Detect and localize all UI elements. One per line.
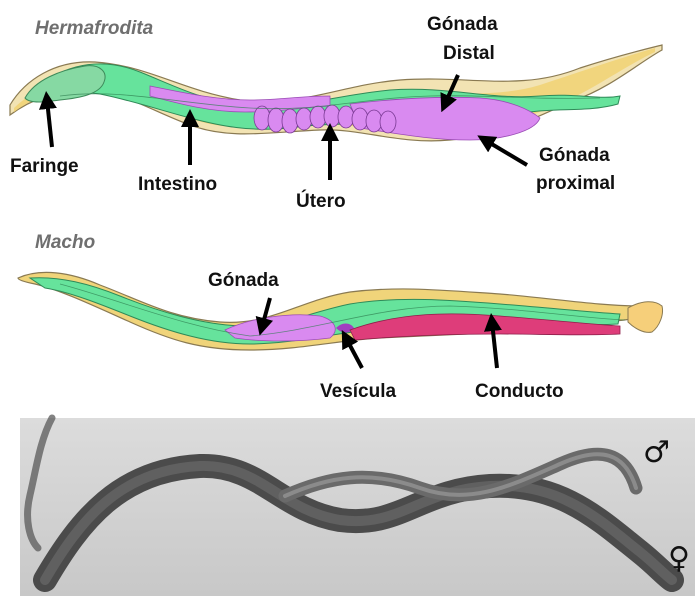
label-utero: Útero: [296, 190, 346, 212]
arrow-gonada-proximal: [485, 140, 527, 165]
hermaphrodite-pharynx: [25, 66, 105, 102]
label-conducto: Conducto: [475, 381, 564, 402]
male-tail-fan: [628, 302, 663, 333]
male-gonad: [225, 315, 335, 341]
section-title-male: Macho: [35, 232, 95, 253]
label-gonada-proximal-line1: Gónada: [539, 145, 610, 166]
male-diagram: [18, 272, 663, 350]
arrow-faringe: [47, 100, 52, 147]
label-gonada-male: Gónada: [208, 270, 279, 291]
hermaphrodite-diagram: [10, 45, 662, 141]
label-vesicula: Vesícula: [320, 381, 396, 402]
section-title-hermaphrodite: Hermafrodita: [35, 18, 154, 39]
label-faringe: Faringe: [10, 156, 79, 177]
label-gonada-proximal-line2: proximal: [536, 173, 615, 194]
male-symbol: ♂: [643, 435, 670, 470]
label-gonada-distal-line1: Gónada: [427, 14, 498, 35]
female-symbol: ♀: [668, 541, 690, 576]
label-gonada-distal-line2: Distal: [443, 43, 495, 64]
arrow-vesicula: [346, 338, 362, 368]
label-intestino: Intestino: [138, 174, 217, 195]
worm-photo: [20, 418, 695, 596]
